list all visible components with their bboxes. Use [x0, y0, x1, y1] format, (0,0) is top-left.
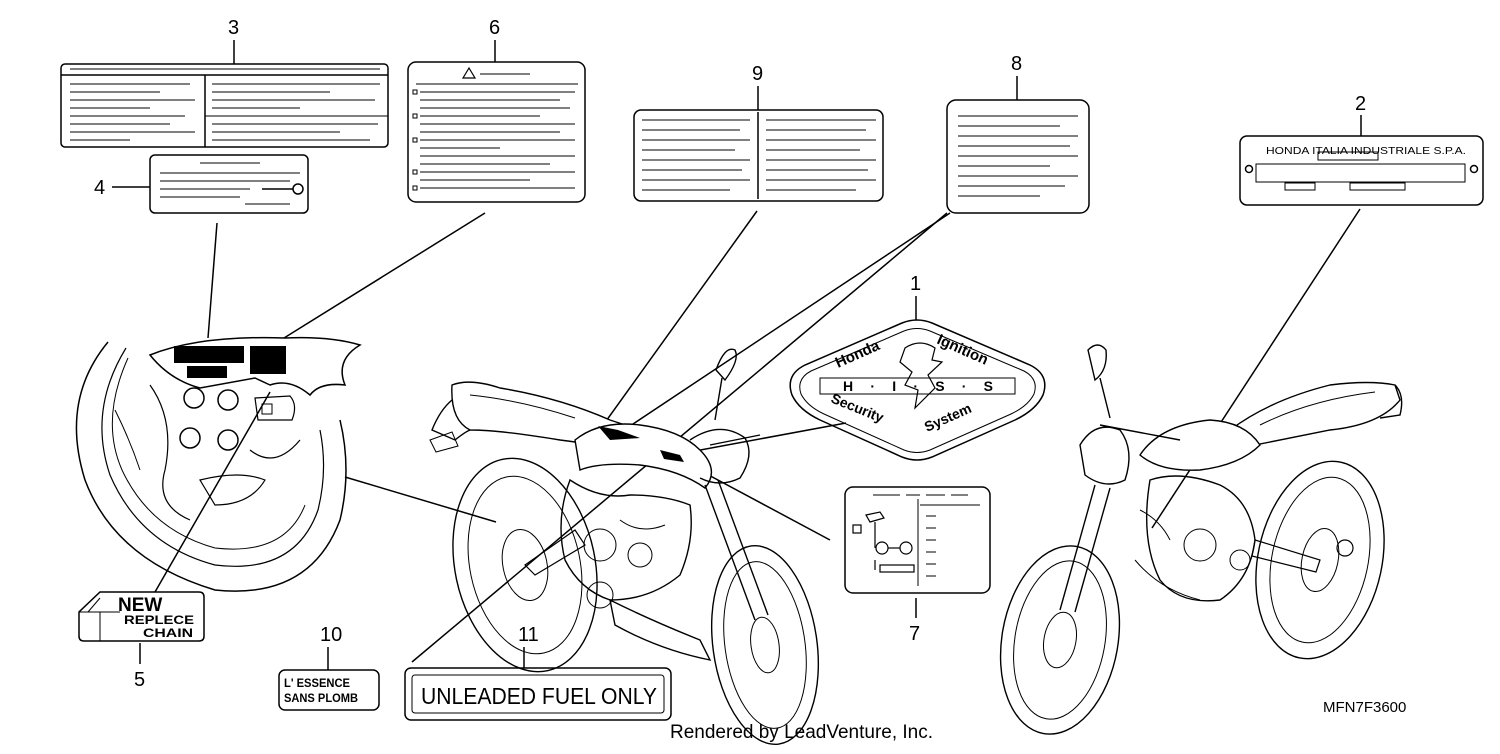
- warning-triangle-icon: [461, 66, 477, 79]
- label-10-line-2: SANS PLOMB: [284, 691, 358, 705]
- label-11-text: UNLEADED FUEL ONLY: [421, 683, 657, 709]
- rear-wheel-detail: [75, 336, 362, 592]
- callout-ticks: [112, 40, 1362, 670]
- lightning-key-icon: [899, 342, 944, 410]
- credit-text: Rendered by LeadVenture, Inc.: [670, 722, 933, 743]
- label-10-line-1: L' ESSENCE: [284, 676, 350, 690]
- label-5-line-1: NEW: [118, 595, 162, 616]
- chain-icon: [292, 183, 304, 195]
- label-1-hiss[interactable]: Honda Ignition H·I·S·S Security System: [789, 319, 1046, 461]
- motorcycle-left-view: [429, 348, 820, 745]
- tire-pressure-icon: [852, 511, 915, 573]
- label-5-line-3: CHAIN: [143, 626, 193, 640]
- label-3[interactable]: [60, 63, 389, 148]
- label-2-text: HONDA ITALIA INDUSTRIALE S.P.A.: [1266, 145, 1466, 157]
- callout-3[interactable]: 3: [228, 17, 239, 39]
- callout-1[interactable]: 1: [910, 273, 921, 295]
- callout-8[interactable]: 8: [1011, 53, 1022, 75]
- label-4[interactable]: [149, 154, 309, 214]
- label-5-line-2: REPLECE: [124, 613, 194, 627]
- callout-2[interactable]: 2: [1355, 93, 1366, 115]
- callout-5[interactable]: 5: [134, 669, 145, 691]
- label-9[interactable]: [633, 109, 884, 202]
- callout-10[interactable]: 10: [320, 624, 342, 646]
- callout-9[interactable]: 9: [752, 63, 763, 85]
- motorcycle-right-view: [999, 344, 1403, 735]
- label-10[interactable]: L' ESSENCE SANS PLOMB: [278, 669, 380, 711]
- hiss-word-system: System: [922, 400, 974, 435]
- callout-6[interactable]: 6: [489, 17, 500, 39]
- label-5[interactable]: NEW REPLECE CHAIN: [78, 591, 205, 642]
- label-2-plate[interactable]: HONDA ITALIA INDUSTRIALE S.P.A.: [1239, 135, 1484, 206]
- callout-11[interactable]: 11: [518, 624, 539, 646]
- callout-4[interactable]: 4: [94, 177, 105, 199]
- label-6[interactable]: [407, 61, 586, 203]
- diagram-code: MFN7F3600: [1323, 699, 1406, 716]
- label-7[interactable]: [844, 486, 991, 594]
- callout-7[interactable]: 7: [909, 623, 920, 645]
- label-8[interactable]: [946, 99, 1090, 214]
- label-11[interactable]: UNLEADED FUEL ONLY: [404, 667, 672, 721]
- leader-lines: [154, 208, 1361, 663]
